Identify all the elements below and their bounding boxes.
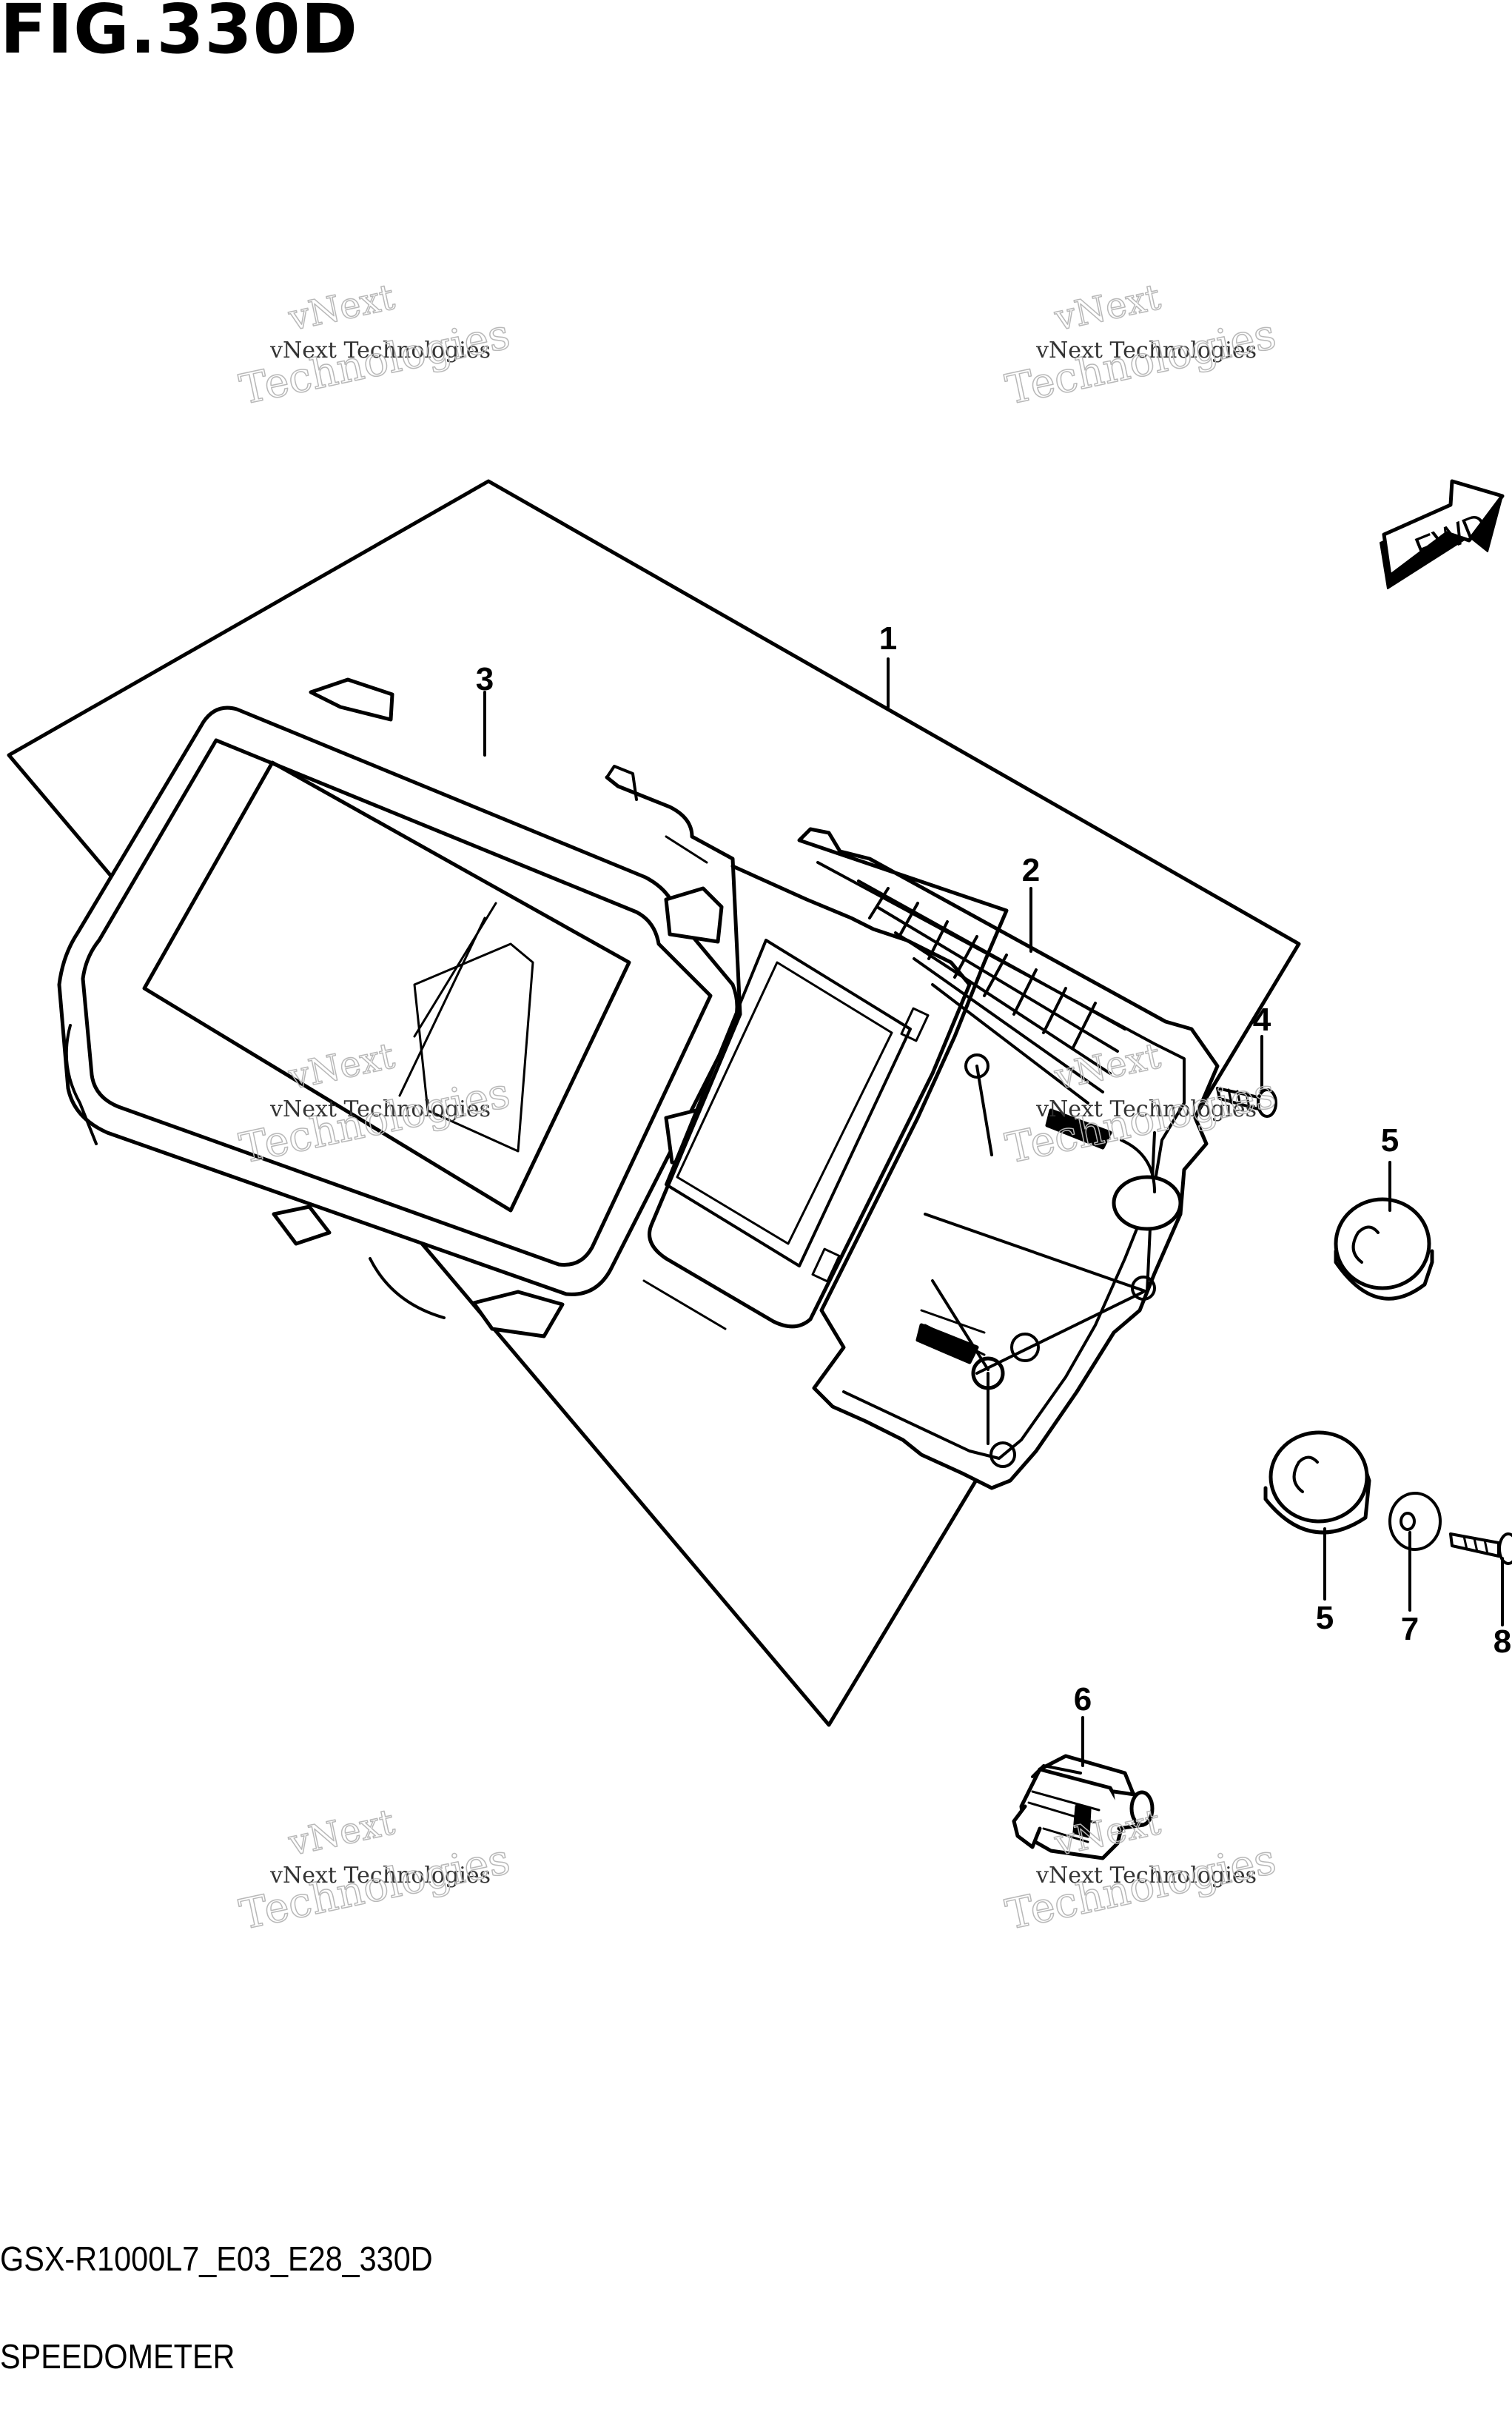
meter-case: [797, 827, 1220, 1490]
meter-frame: [605, 765, 972, 1330]
svg-text:vNext Technologies: vNext Technologies: [269, 338, 491, 363]
callout-1: 1: [879, 620, 897, 657]
callout-6: 6: [1074, 1681, 1092, 1718]
svg-text:vNext Technologies: vNext Technologies: [1035, 1863, 1257, 1889]
figure-title: FIG.330D: [0, 0, 358, 69]
assembly-name: SPEEDOMETER: [0, 2337, 235, 2376]
svg-text:vNext: vNext: [285, 1801, 398, 1864]
svg-text:Technologies: Technologies: [235, 310, 514, 415]
svg-text:vNext: vNext: [285, 276, 398, 339]
callout-7: 7: [1401, 1611, 1419, 1647]
watermark-2: vNext vNext Technologies Technologies: [1001, 275, 1281, 415]
model-code: GSX-R1000L7_E03_E28_330D: [0, 2239, 433, 2278]
callout-2: 2: [1022, 852, 1040, 888]
watermark-5: vNext vNext Technologies Technologies: [235, 1800, 515, 1940]
connector-6: [1012, 1754, 1155, 1860]
screw-4: [1216, 1087, 1277, 1118]
grommet-5-lower: [1263, 1430, 1371, 1535]
callout-5-lower: 5: [1316, 1600, 1334, 1636]
svg-text:vNext Technologies: vNext Technologies: [269, 1863, 491, 1889]
svg-text:Technologies: Technologies: [1001, 1835, 1280, 1940]
callout-numbers: 1 3 2 4 5 5 6 7 8: [476, 620, 1511, 1718]
callout-3: 3: [476, 661, 494, 697]
washer-7: [1388, 1492, 1442, 1551]
svg-text:vNext: vNext: [1051, 276, 1164, 339]
svg-text:Technologies: Technologies: [1001, 310, 1280, 415]
svg-text:vNext Technologies: vNext Technologies: [1035, 1096, 1257, 1122]
fwd-arrow: FWD: [1380, 479, 1505, 589]
svg-text:vNext Technologies: vNext Technologies: [269, 1096, 491, 1122]
screw-8: [1449, 1532, 1512, 1565]
svg-text:vNext Technologies: vNext Technologies: [1035, 338, 1257, 363]
callout-5-upper: 5: [1381, 1122, 1399, 1159]
callout-8: 8: [1493, 1624, 1511, 1660]
grommet-5-upper: [1334, 1197, 1434, 1301]
watermark-1: vNext vNext Technologies Technologies: [235, 275, 515, 415]
assembly-boundary: [7, 479, 1301, 1727]
callout-4: 4: [1253, 1002, 1271, 1038]
svg-text:Technologies: Technologies: [235, 1835, 514, 1940]
leader-lines: [483, 657, 1504, 1767]
meter-cover: [57, 677, 739, 1338]
